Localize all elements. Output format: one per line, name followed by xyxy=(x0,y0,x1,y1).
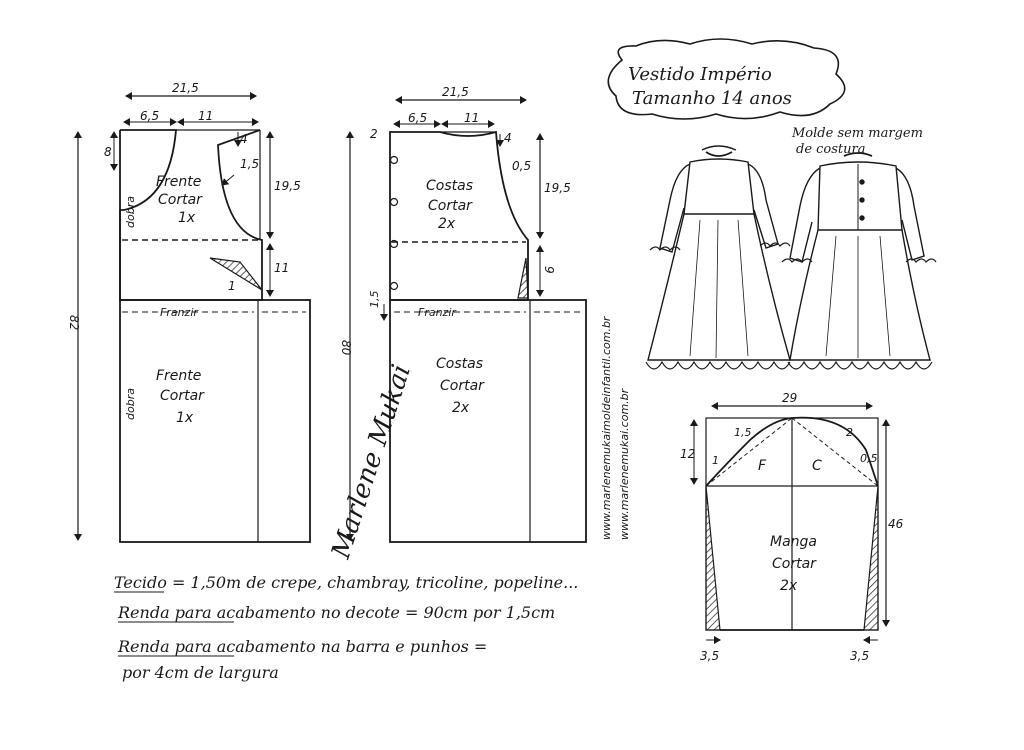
back-bodice-pattern xyxy=(346,96,544,541)
signature: Marlene Mukai xyxy=(326,361,417,563)
back-skirt-label-1: Costas xyxy=(436,356,483,372)
title-cloud: Vestido Império Tamanho 14 anos xyxy=(607,38,846,120)
back-skirt-label-2: Cortar xyxy=(440,378,485,394)
sleeve-width: 29 xyxy=(782,391,797,405)
front-bodice-label-1: Frente xyxy=(156,174,201,190)
back-bodice-label-3: 2x xyxy=(438,216,456,232)
front-skirt-label-3: 1x xyxy=(176,410,194,426)
front-dart: 11 xyxy=(274,261,289,275)
front-dart-mark: 1 xyxy=(228,279,236,293)
back-bodice-outline xyxy=(389,130,529,301)
back-width-total: 21,5 xyxy=(442,85,469,99)
front-skirt-gather: Franzir xyxy=(160,306,199,319)
back-skirt-waist-mark: 1,5 xyxy=(368,291,381,309)
front-bodice-fold: dobra xyxy=(124,196,137,228)
front-skirt-pattern xyxy=(119,299,311,543)
back-bodice-label-2: Cortar xyxy=(428,198,473,214)
back-neck-drop: 2 xyxy=(370,127,378,141)
front-bodice-pattern xyxy=(74,92,274,541)
dress-front-illustration xyxy=(645,145,791,370)
sleeve-back-curve-side: 0,5 xyxy=(860,452,878,465)
sleeve-hem-right: 3,5 xyxy=(850,649,869,663)
sleeve-cap-height: 12 xyxy=(680,447,695,461)
front-neck-drop: 8 xyxy=(104,145,112,159)
molde-note-2: de costura xyxy=(796,142,866,157)
note-fabric: Tecido = 1,50m de crepe, chambray, trico… xyxy=(114,573,578,592)
note-neck-lace: Renda para acabamento no decote = 90cm p… xyxy=(117,603,555,622)
website-1: www.marlenemukaimoldeinfantil.com.br xyxy=(600,315,613,540)
front-bodice-label-2: Cortar xyxy=(158,192,203,208)
back-skirt-gather: Franzir xyxy=(418,306,457,319)
back-shoulder: 11 xyxy=(464,111,479,125)
back-shoulder-drop: 4 xyxy=(504,131,512,145)
sleeve-label-2: Cortar xyxy=(772,556,817,572)
back-dart: 9 xyxy=(542,266,556,274)
note-lace-width: por 4cm de largura xyxy=(122,663,279,682)
back-skirt-label-3: 2x xyxy=(452,400,470,416)
front-width-total: 21,5 xyxy=(172,81,199,95)
sleeve-back-curve-top: 2 xyxy=(846,426,853,439)
note-hem-lace: Renda para acabamento na barra e punhos … xyxy=(117,637,487,656)
note-underlines xyxy=(114,591,234,657)
front-bodice-label-3: 1x xyxy=(178,210,196,226)
front-side-height: 19,5 xyxy=(274,179,301,193)
sleeve-pattern xyxy=(690,402,890,644)
website-2: www.marlenemukai.com.br xyxy=(618,387,631,540)
fabric-notes: Tecido = 1,50m de crepe, chambray, trico… xyxy=(114,573,578,682)
dress-back-illustration xyxy=(781,152,937,370)
front-neck-width: 6,5 xyxy=(140,109,159,123)
title-line-1: Vestido Império xyxy=(628,64,772,85)
front-length: 82 xyxy=(67,315,81,330)
back-skirt-pattern xyxy=(380,299,587,543)
sleeve-label-3: 2x xyxy=(780,578,798,594)
sleeve-front-curve-top: 1,5 xyxy=(734,426,752,439)
sleeve-back-letter: C xyxy=(812,458,822,474)
back-armhole-curve: 0,5 xyxy=(512,159,531,173)
back-neck-width: 6,5 xyxy=(408,111,427,125)
front-skirt-label-2: Cortar xyxy=(160,388,205,404)
back-side-height: 19,5 xyxy=(544,181,571,195)
title-line-2: Tamanho 14 anos xyxy=(632,88,792,109)
back-bodice-label-1: Costas xyxy=(426,178,473,194)
sleeve-front-curve-side: 1 xyxy=(712,454,719,467)
sleeve-front-letter: F xyxy=(758,458,767,474)
front-skirt-label-1: Frente xyxy=(156,368,201,384)
front-shoulder: 11 xyxy=(198,109,213,123)
molde-note-1: Molde sem margem xyxy=(791,126,923,141)
front-shoulder-drop: 4 xyxy=(240,132,248,146)
sleeve-length: 46 xyxy=(888,517,904,531)
sleeve-hem-left: 3,5 xyxy=(700,649,719,663)
front-armhole-curve: 1,5 xyxy=(240,157,259,171)
front-skirt-fold: dobra xyxy=(124,388,137,420)
sleeve-label-1: Manga xyxy=(770,534,817,550)
back-length: 80 xyxy=(339,340,353,356)
